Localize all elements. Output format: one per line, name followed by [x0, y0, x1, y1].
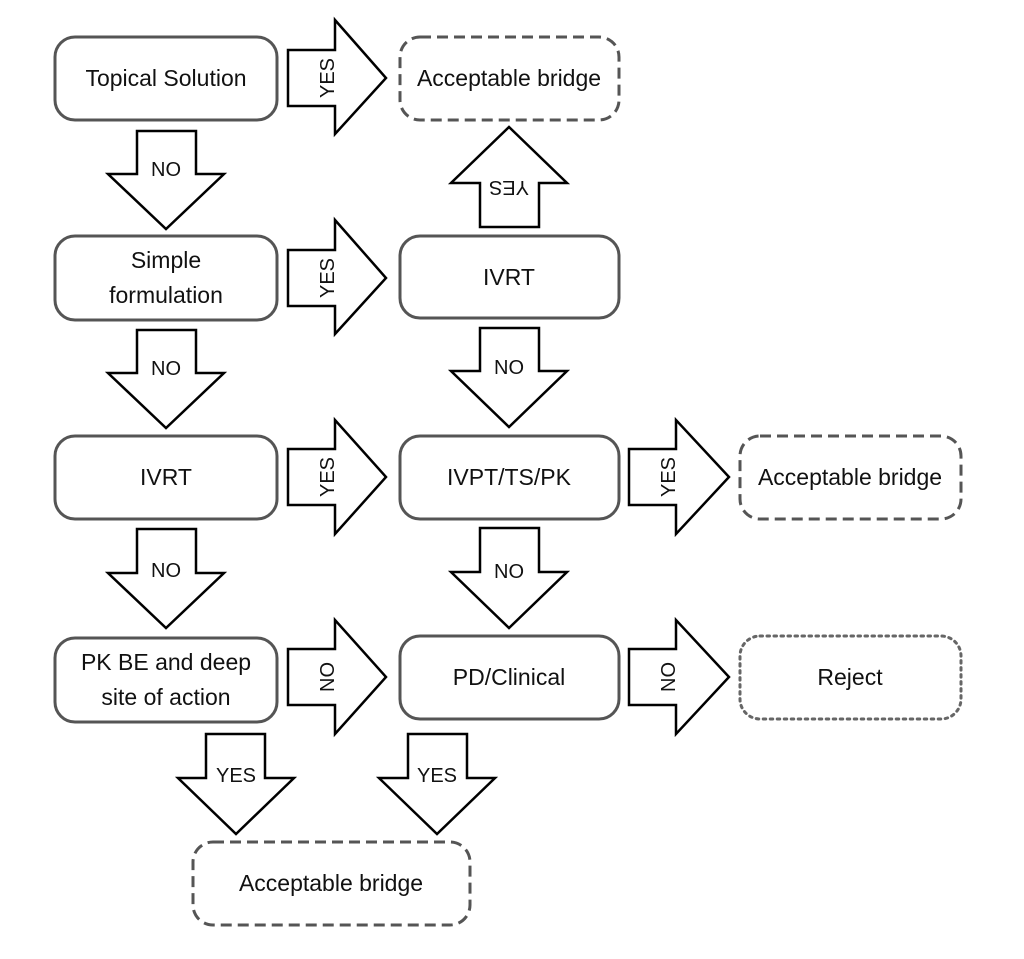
arrow-topical-to-simple-no: NO — [104, 129, 228, 231]
arrow-label-no: NO — [658, 662, 680, 692]
node-topical-solution: Topical Solution — [53, 35, 279, 122]
node-ivpt-ts-pk: IVPT/TS/PK — [398, 434, 621, 521]
node-ivrt-left: IVRT — [53, 434, 279, 521]
node-pd-clinical: PD/Clinical — [398, 634, 621, 721]
arrow-label-no: NO — [494, 357, 524, 379]
node-pd-clinical-label: PD/Clinical — [453, 664, 565, 690]
arrow-ivrt-left-to-pkbe-no: NO — [104, 527, 228, 630]
node-acceptable-bridge-right: Acceptable bridge — [738, 434, 963, 521]
node-acceptable-bridge-top: Acceptable bridge — [398, 35, 621, 122]
arrow-label-no: NO — [151, 560, 181, 582]
node-acceptable-bridge-bottom: Acceptable bridge — [191, 840, 472, 927]
node-pk-be-deep-site: PK BE and deep site of action — [53, 636, 279, 724]
arrow-pd-to-reject-no: NO — [627, 616, 731, 738]
node-ivpt-ts-pk-label: IVPT/TS/PK — [447, 464, 572, 490]
arrow-ivpt-to-pd-no: NO — [447, 526, 571, 630]
arrow-label-yes: YES — [216, 765, 256, 787]
arrow-pd-to-bridge-yes: YES — [375, 732, 499, 836]
arrow-pkbe-to-pd-no: NO — [286, 616, 388, 738]
arrow-label-no: NO — [494, 561, 524, 583]
node-pk-be-label-line2: site of action — [101, 684, 230, 710]
node-ivrt-right: IVRT — [398, 234, 621, 320]
arrow-label-no: NO — [151, 358, 181, 380]
arrow-label-no: NO — [151, 159, 181, 181]
arrow-ivrt-left-to-ivpt-yes: YES — [286, 416, 388, 538]
arrow-label-yes: YES — [658, 457, 680, 497]
node-simple-formulation-label-line1: Simple — [131, 247, 201, 273]
node-ivrt-left-label: IVRT — [140, 464, 192, 490]
node-simple-formulation: Simple formulation — [53, 234, 279, 322]
node-reject: Reject — [738, 634, 963, 721]
node-acceptable-bridge-top-label: Acceptable bridge — [417, 65, 601, 91]
arrow-label-yes: YES — [417, 765, 457, 787]
arrow-ivpt-to-bridge-yes: YES — [627, 416, 731, 538]
arrow-ivrt-to-ivpt-no: NO — [447, 326, 571, 429]
arrow-simple-to-ivrt-yes: YES — [286, 216, 388, 338]
arrow-pkbe-to-bridge-yes: YES — [174, 732, 298, 836]
node-acceptable-bridge-bottom-label: Acceptable bridge — [239, 870, 423, 896]
node-simple-formulation-label-line2: formulation — [109, 282, 223, 308]
node-reject-label: Reject — [817, 664, 883, 690]
node-ivrt-right-label: IVRT — [483, 264, 535, 290]
arrow-ivrt-to-bridge-yes: YES — [447, 125, 571, 229]
arrow-label-no: NO — [317, 662, 339, 692]
node-acceptable-bridge-right-label: Acceptable bridge — [758, 464, 942, 490]
arrow-label-yes: YES — [317, 58, 339, 98]
arrow-label-yes: YES — [489, 176, 529, 198]
arrow-simple-to-ivrt-left-no: NO — [104, 328, 228, 430]
node-pk-be-label-line1: PK BE and deep — [81, 649, 251, 675]
node-topical-solution-label: Topical Solution — [85, 65, 246, 91]
arrow-label-yes: YES — [317, 258, 339, 298]
arrow-label-yes: YES — [317, 457, 339, 497]
arrow-topical-to-bridge-yes: YES — [286, 16, 388, 138]
